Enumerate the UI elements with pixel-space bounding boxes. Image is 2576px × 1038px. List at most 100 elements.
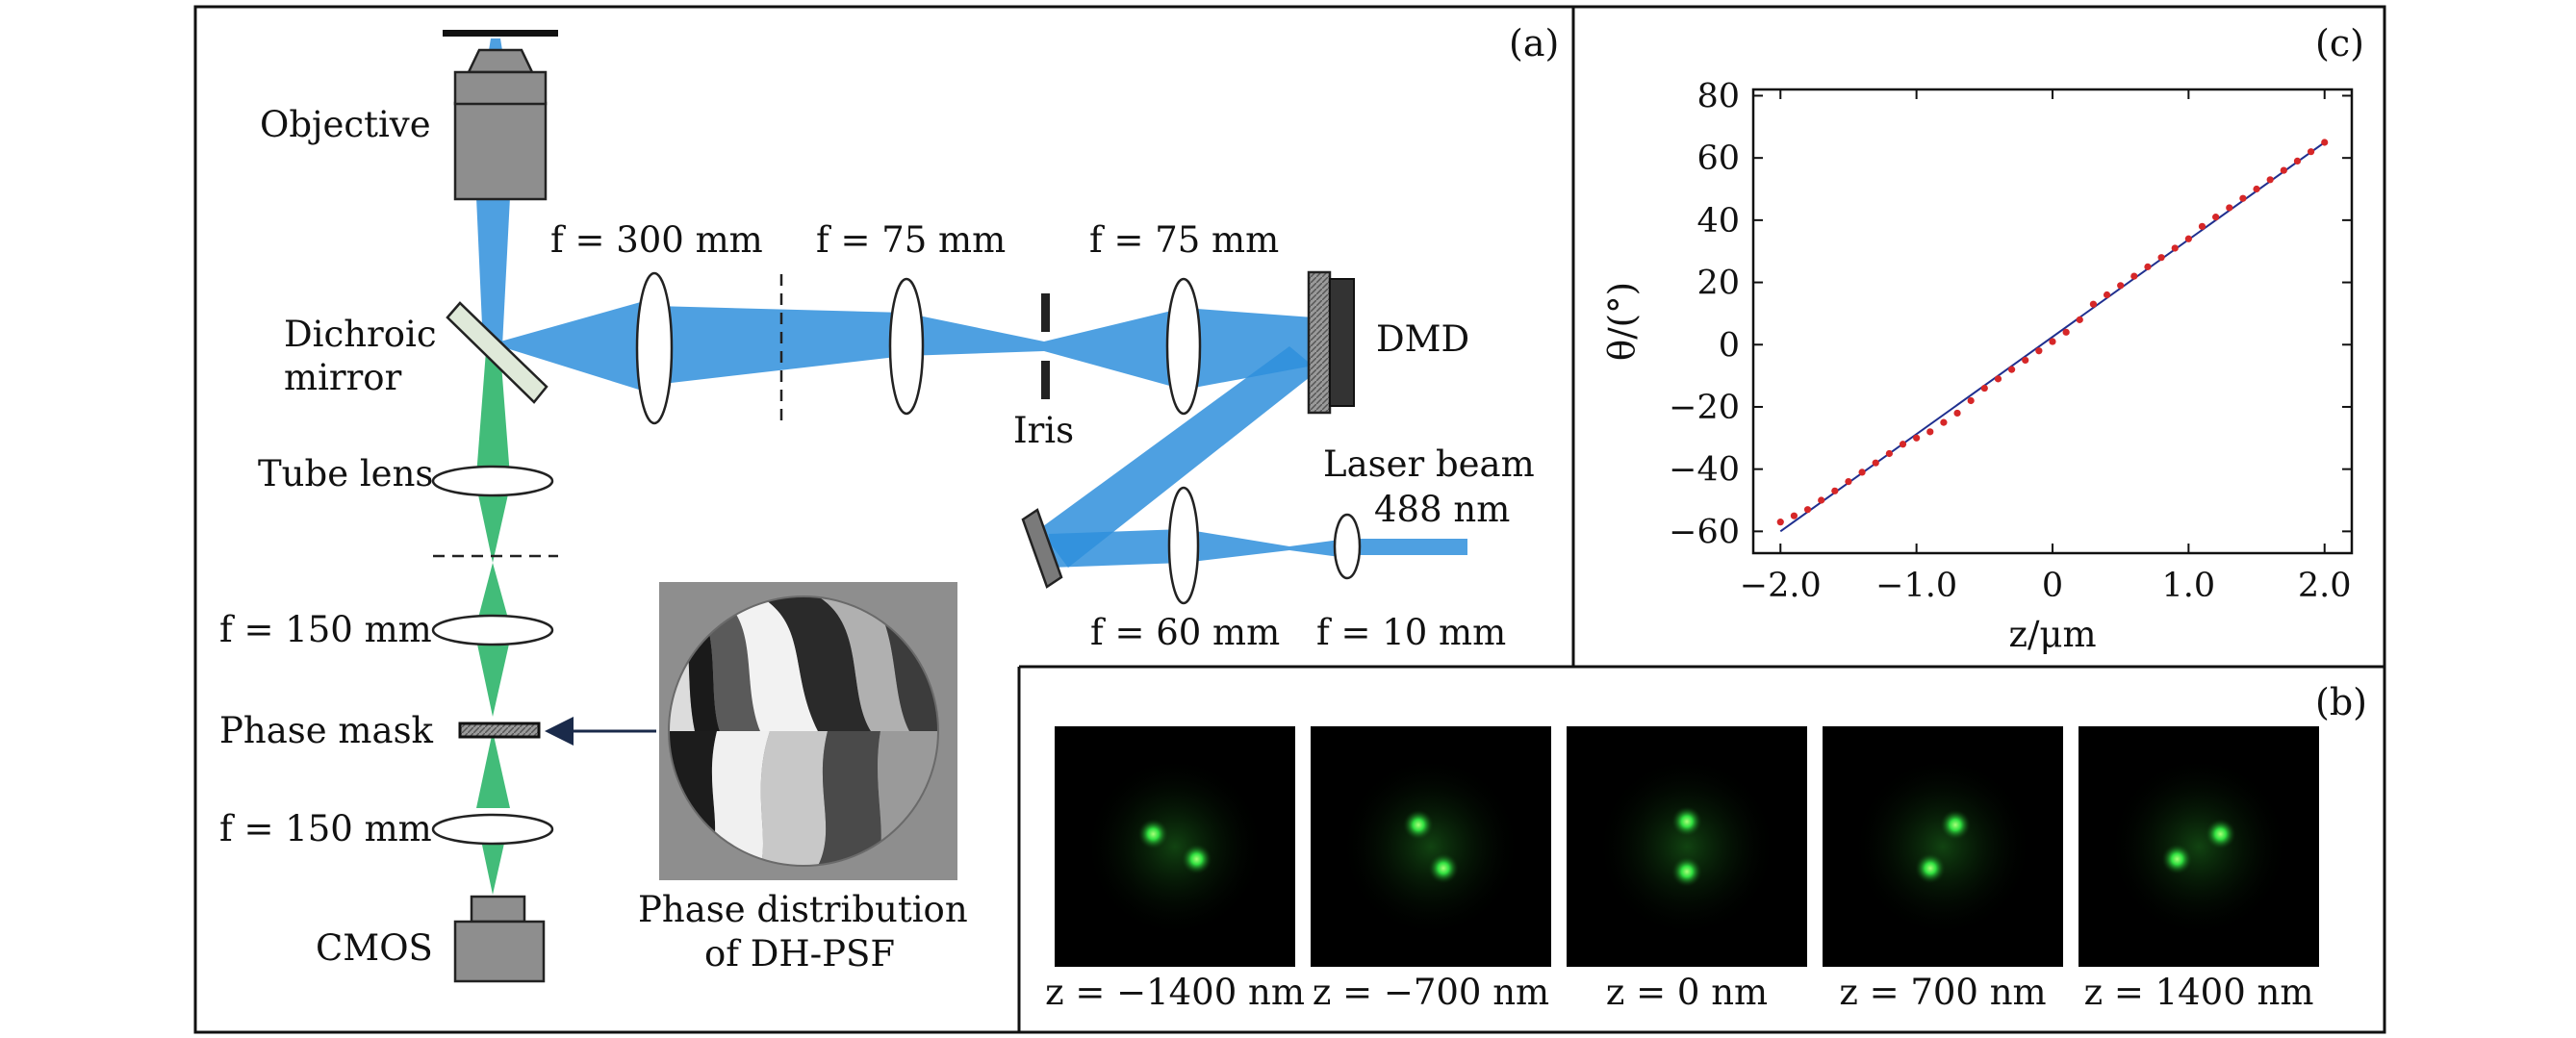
data-point xyxy=(1913,434,1921,442)
data-point xyxy=(2198,222,2206,230)
psf-caption: z = −700 nm xyxy=(1313,972,1549,1013)
panel-c-tag: (c) xyxy=(2315,22,2364,64)
phase-distribution-image xyxy=(659,582,957,880)
label-dichroic-1: Dichroic xyxy=(284,314,437,355)
data-point xyxy=(2293,157,2302,165)
y-tick-label: 60 xyxy=(1696,139,1740,178)
label-tube-lens: Tube lens xyxy=(258,453,433,494)
objective-body xyxy=(453,101,548,201)
figure-frames xyxy=(193,5,2386,1034)
psf-lobe xyxy=(1915,852,1946,884)
psf-halo xyxy=(2107,755,2290,938)
data-point xyxy=(2022,356,2029,365)
psf-lobe xyxy=(1428,852,1459,884)
psf-lobe xyxy=(2161,844,2193,874)
dmd-surface xyxy=(1307,270,1332,415)
dichroic-mirror xyxy=(446,301,548,404)
psf-tile: z = −1400 nm xyxy=(1045,726,1305,1013)
psf-lobe xyxy=(1671,856,1702,887)
data-point xyxy=(1994,375,2002,383)
psf-caption: z = 0 nm xyxy=(1606,972,1768,1013)
data-point xyxy=(2035,347,2043,355)
x-tick-label: 2.0 xyxy=(2298,567,2352,605)
lens-10 xyxy=(1333,513,1362,580)
data-point xyxy=(2062,328,2070,336)
data-point xyxy=(1926,428,1934,436)
lens-300 xyxy=(635,271,674,425)
y-tick-label: −20 xyxy=(1669,389,1740,427)
psf-caption: z = 700 nm xyxy=(1839,972,2046,1013)
fit-line xyxy=(1779,141,2326,533)
label-objective: Objective xyxy=(260,104,431,145)
psf-lobe xyxy=(1181,844,1212,874)
data-point xyxy=(2321,139,2329,146)
data-point xyxy=(2049,338,2056,345)
psf-halo xyxy=(1339,755,1522,938)
psf-lobe xyxy=(1940,809,1971,841)
label-lens-75-a: f = 75 mm xyxy=(816,219,1006,261)
chart-x-axis-label: z/μm xyxy=(2008,614,2096,655)
data-point xyxy=(1845,477,1852,486)
cmos-body xyxy=(453,920,546,983)
data-point xyxy=(1940,418,1948,426)
label-lens-300: f = 300 mm xyxy=(550,219,763,261)
data-point xyxy=(1953,409,1961,418)
x-tick-label: 1.0 xyxy=(2162,567,2216,605)
x-tick-label: −2.0 xyxy=(1740,567,1822,605)
data-point xyxy=(2184,235,2192,242)
dmd-body xyxy=(1329,278,1355,407)
iris-bottom xyxy=(1041,361,1050,399)
psf-lobe xyxy=(1137,819,1169,849)
data-point xyxy=(2007,366,2016,373)
psf-caption: z = −1400 nm xyxy=(1045,972,1305,1013)
x-tick-label: 0 xyxy=(2042,567,2063,605)
data-point xyxy=(1858,468,1866,476)
data-point xyxy=(2117,282,2125,290)
iris-top xyxy=(1041,293,1050,332)
y-tick-label: 40 xyxy=(1696,202,1740,241)
y-tick-label: −40 xyxy=(1669,451,1740,490)
objective-collar xyxy=(453,70,548,106)
psf-caption: z = 1400 nm xyxy=(2084,972,2314,1013)
chart-marks xyxy=(1776,139,2329,533)
label-iris: Iris xyxy=(1013,410,1074,451)
psf-lobe xyxy=(1403,809,1434,841)
phase-mask xyxy=(458,722,541,739)
label-phase-mask: Phase mask xyxy=(219,710,434,751)
label-lens-75-b: f = 75 mm xyxy=(1089,219,1279,261)
label-laser-1: Laser beam xyxy=(1323,443,1535,485)
data-point xyxy=(2226,204,2233,212)
cmos-sensor xyxy=(470,895,526,924)
label-phase-dist-2: of DH-PSF xyxy=(704,933,895,975)
label-dichroic-2: mirror xyxy=(284,357,402,398)
data-point xyxy=(1831,487,1839,494)
psf-tile: z = 1400 nm xyxy=(2079,726,2319,1013)
psf-tile: z = 0 nm xyxy=(1567,726,1807,1013)
tube-lens xyxy=(431,465,554,497)
lens-60 xyxy=(1167,486,1200,605)
label-cmos: CMOS xyxy=(316,927,433,969)
y-tick-label: −60 xyxy=(1669,513,1740,551)
psf-lobe xyxy=(2205,819,2236,849)
outer-frame xyxy=(193,5,2386,1034)
data-point xyxy=(2076,316,2083,323)
data-point xyxy=(1980,384,1988,392)
lens-75-b xyxy=(1165,277,1202,416)
lens-75-a xyxy=(888,277,925,416)
label-lens-150-top: f = 150 mm xyxy=(219,609,432,650)
folding-mirror xyxy=(1021,508,1063,589)
objective-tip xyxy=(467,48,534,74)
label-lens-60: f = 60 mm xyxy=(1090,612,1280,653)
data-point xyxy=(1967,396,1975,405)
sample-plate xyxy=(443,30,558,37)
excitation-beam xyxy=(476,38,1467,568)
panel-b-tag: (b) xyxy=(2315,681,2367,723)
data-point xyxy=(2253,185,2260,193)
data-point xyxy=(1885,449,1893,458)
label-lens-10: f = 10 mm xyxy=(1316,612,1506,653)
data-point xyxy=(1803,506,1812,514)
psf-halo xyxy=(1851,755,2034,938)
data-point xyxy=(2103,291,2111,299)
